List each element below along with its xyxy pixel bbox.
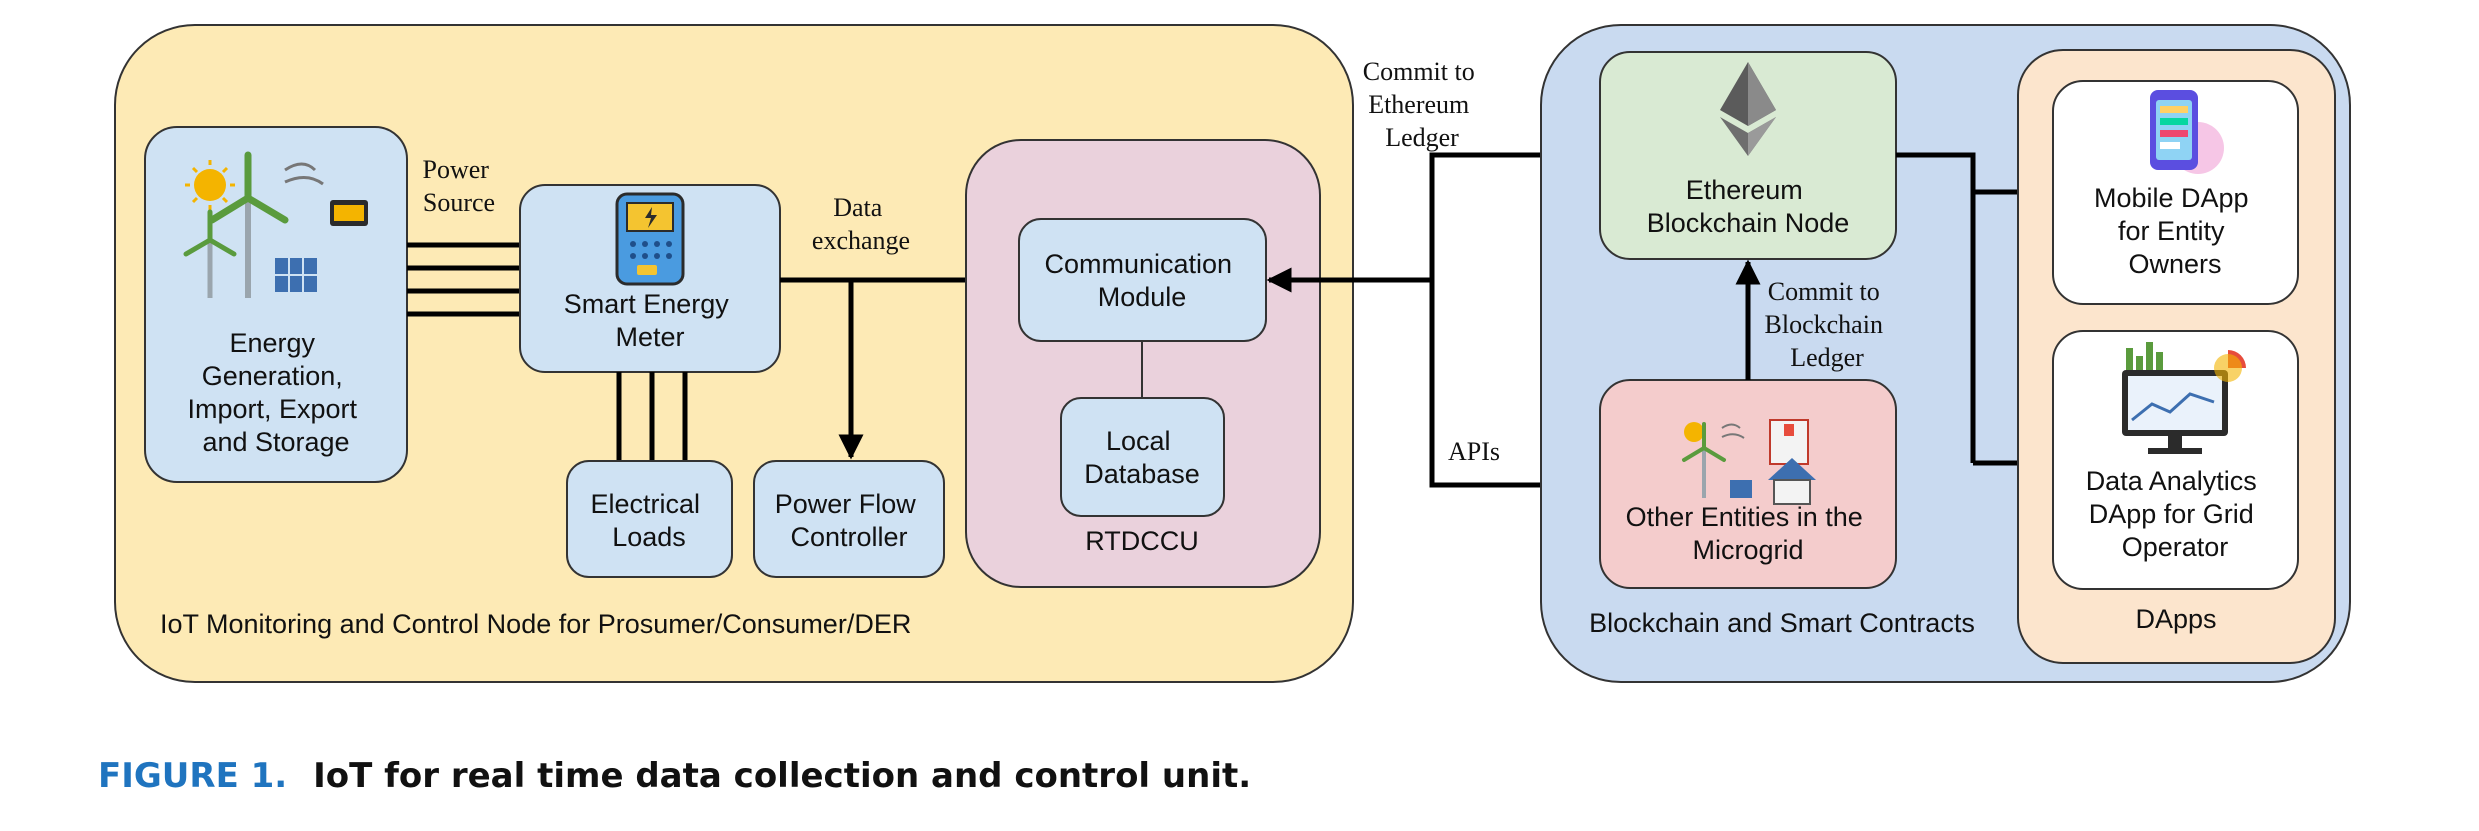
other-entities-text: Other Entities in the Microgrid — [1626, 502, 1871, 565]
power-source-wires — [407, 242, 520, 317]
ethereum-icon — [1720, 62, 1776, 156]
architecture-diagram: IoT Monitoring and Control Node for Pros… — [114, 24, 2351, 683]
power-source-label: Power Source — [423, 155, 496, 217]
mobile-dapp-box — [2052, 80, 2299, 305]
iot-node-label: IoT Monitoring and Control Node for Pros… — [160, 609, 911, 639]
communication-module-box — [1018, 218, 1267, 342]
mobile-dapp-text: Mobile DApp for Entity Owners — [2094, 183, 2256, 279]
eth-to-dapps-line — [1896, 152, 1976, 463]
smart-meter-icon — [615, 192, 685, 286]
figure-caption: FIGURE 1. IoT for real time data collect… — [98, 756, 1251, 796]
local-database-text: Local Database — [1084, 426, 1200, 489]
power-flow-controller-text: Power Flow Controller — [775, 489, 924, 552]
dapps-label: DApps — [2135, 604, 2216, 634]
figure-caption-label: FIGURE 1. — [98, 756, 288, 796]
power-flow-controller-box — [753, 460, 945, 578]
renewable-energy-icon — [183, 151, 368, 298]
loads-wires — [616, 372, 688, 461]
rtdccu-label: RTDCCU — [1085, 526, 1199, 556]
mobile-phone-icon — [2150, 90, 2224, 174]
commit-blockchain-label: Commit to Blockchain Ledger — [1765, 277, 1890, 372]
blockchain-label: Blockchain and Smart Contracts — [1589, 608, 1975, 638]
communication-module-text: Communication Module — [1044, 249, 1239, 312]
commit-ethereum-label: Commit to Ethereum Ledger — [1363, 57, 1481, 152]
ethereum-node-text: Ethereum Blockchain Node — [1647, 175, 1850, 238]
smart-energy-meter-text: Smart Energy Meter — [564, 289, 737, 352]
apis-label: APIs — [1448, 437, 1500, 466]
local-database-box — [1060, 397, 1225, 517]
microgrid-entities-icon — [1682, 419, 1816, 505]
analytics-dapp-box — [2052, 330, 2299, 590]
energy-generation-text: Energy Generation, Import, Export and St… — [187, 328, 364, 457]
analytics-dapp-text: Data Analytics DApp for Grid Operator — [2086, 466, 2265, 562]
data-exchange-label: Data exchange — [812, 193, 910, 255]
figure-caption-text: IoT for real time data collection and co… — [313, 756, 1252, 796]
electrical-loads-box — [566, 460, 733, 578]
analytics-monitor-icon — [2122, 342, 2246, 454]
electrical-loads-text: Electrical Loads — [590, 489, 707, 552]
